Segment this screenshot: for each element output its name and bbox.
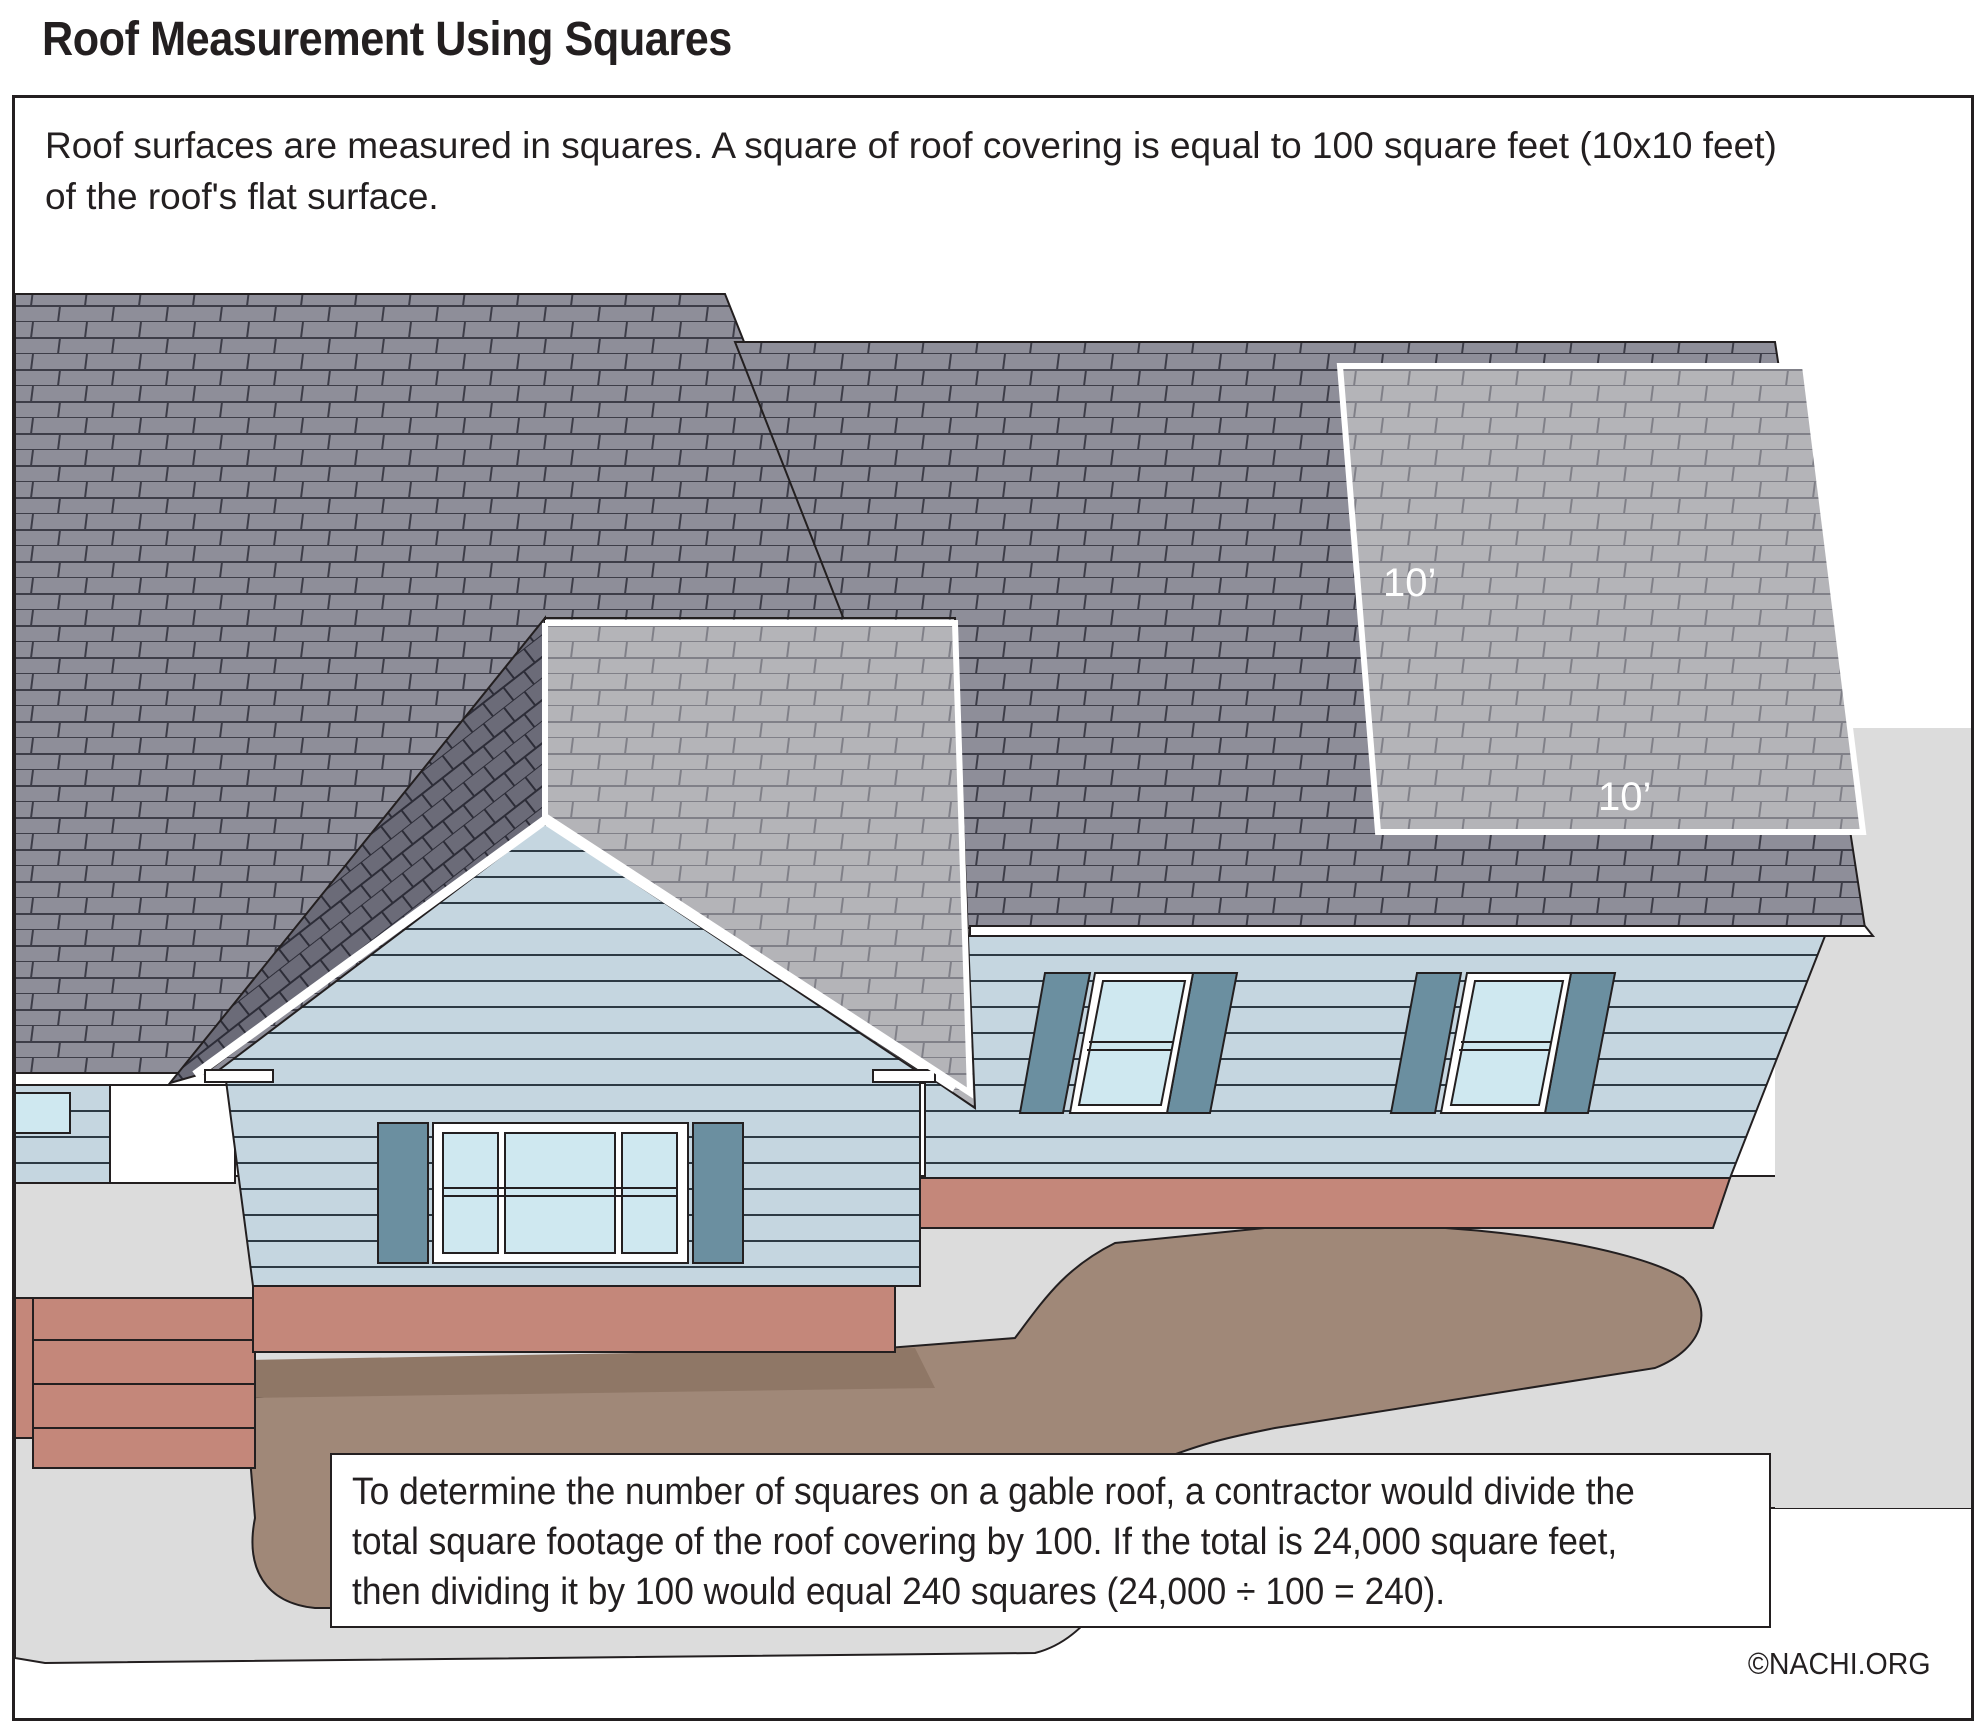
callout-box: To determine the number of squares on a … [330,1453,1771,1628]
gable-shutter-left [378,1123,428,1263]
dimension-label-left: 10’ [1383,561,1436,605]
gable-window [433,1123,688,1263]
main-window-1 [1020,973,1237,1113]
main-foundation [920,1178,1730,1228]
main-window-2 [1391,973,1615,1113]
gable-foundation [253,1286,895,1352]
gable-shutter-right [693,1123,743,1263]
eave-trim [970,926,1873,936]
callout-line-3: then dividing it by 100 would equal 240 … [352,1567,1651,1617]
page-title: Roof Measurement Using Squares [42,12,732,67]
copyright-notice: ©NACHI.ORG [1748,1646,1931,1682]
illustration-frame: Roof surfaces are measured in squares. A… [12,95,1974,1721]
dimension-label-bottom: 10’ [1598,775,1651,819]
callout-line-1: To determine the number of squares on a … [352,1467,1651,1517]
left-wing-window [15,1093,70,1133]
callout-line-2: total square footage of the roof coverin… [352,1517,1651,1567]
